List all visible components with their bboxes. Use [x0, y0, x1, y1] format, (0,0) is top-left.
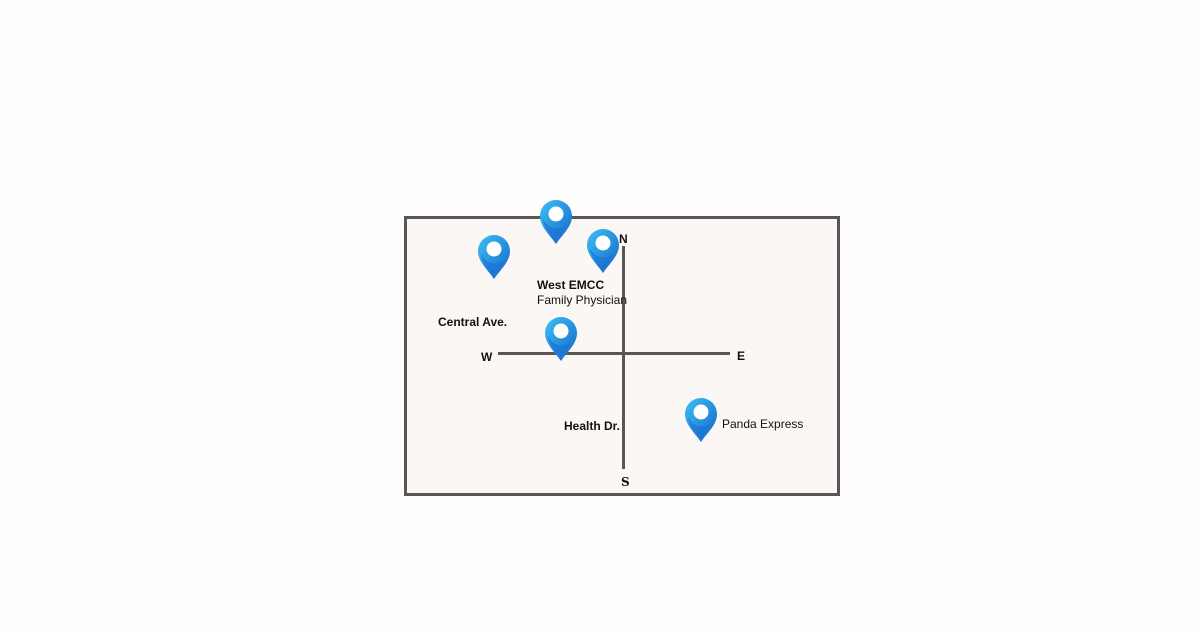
road-health-dr: [622, 246, 625, 469]
map-pin-icon[interactable]: [538, 199, 574, 245]
compass-north: N: [619, 232, 628, 246]
place-subtitle-west-emcc: Family Physician: [537, 293, 628, 307]
map-pin-icon[interactable]: [683, 397, 719, 443]
compass-west: W: [481, 350, 493, 364]
road-central-ave: [498, 352, 730, 355]
place-name-panda-express[interactable]: Panda Express: [722, 417, 804, 431]
map-pin-icon[interactable]: [543, 316, 579, 362]
map-pin-icon[interactable]: [476, 234, 512, 280]
compass-east: E: [737, 349, 746, 363]
map-pin-icon[interactable]: [585, 228, 621, 274]
street-label-central-ave: Central Ave.: [438, 315, 508, 329]
compass-south: S: [621, 475, 630, 489]
street-label-health-dr: Health Dr.: [564, 419, 621, 433]
place-name-west-emcc[interactable]: West EMCC: [537, 278, 605, 292]
